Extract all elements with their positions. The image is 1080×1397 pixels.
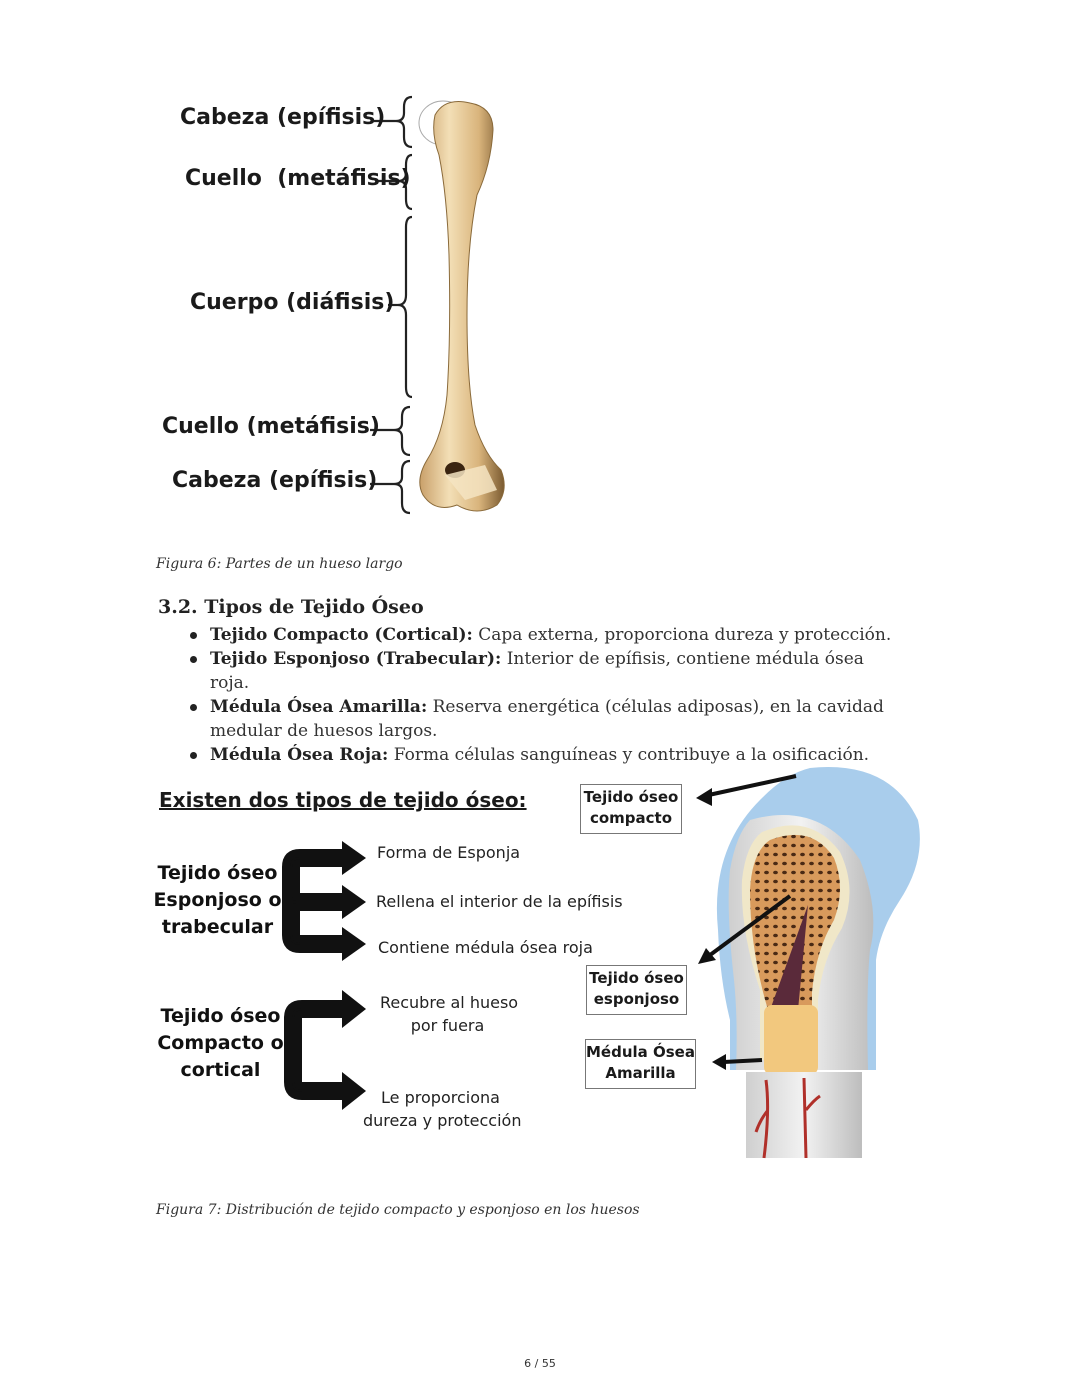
section-heading: 3.2. Tipos de Tejido Óseo (158, 596, 424, 618)
spongy-item-red-marrow: Contiene médula ósea roja (378, 938, 593, 957)
label-cuello-metafisis-bottom: Cuello (metáfisis) (162, 414, 380, 439)
bullet-icon (190, 656, 197, 663)
figure-7-bone-tissue: Existen dos tipos de tejido óseo: Tejido… (150, 760, 930, 1165)
item-line: dureza y protección (363, 1111, 522, 1130)
spongy-item-fills-epiphysis: Rellena el interior de la epífisis (376, 892, 623, 911)
callout-line: compacto (589, 809, 673, 827)
item-line: Le proporciona (381, 1088, 500, 1107)
bullet-text: Forma células sanguíneas y contribuye a … (388, 745, 870, 765)
list-item: Médula Ósea Amarilla: Reserva energética… (158, 695, 898, 743)
bracket-lines (370, 95, 413, 515)
bullet-text: Interior de epífisis, contiene médula ós… (210, 649, 864, 693)
bullet-term: Médula Ósea Amarilla: (210, 697, 428, 717)
list-item: Tejido Esponjoso (Trabecular): Interior … (158, 647, 898, 695)
e-arrow-icon (282, 841, 366, 961)
callout-compact-tissue: Tejido óseo compacto (580, 784, 682, 834)
callout-spongy-tissue: Tejido óseo esponjoso (586, 965, 687, 1015)
callout-line: Amarilla (605, 1064, 676, 1082)
bullet-term: Tejido Esponjoso (Trabecular): (210, 649, 502, 669)
bullet-icon (190, 704, 197, 711)
label-line: cortical (180, 1059, 261, 1081)
c-arrow-icon (284, 990, 366, 1110)
callout-yellow-marrow: Médula Ósea Amarilla (585, 1039, 696, 1089)
spongy-item-sponge-shape: Forma de Esponja (377, 843, 521, 862)
label-line: trabecular (161, 916, 274, 938)
callout-line: Médula Ósea (586, 1043, 695, 1061)
label-cabeza-epifisis-bottom: Cabeza (epífisis) (172, 468, 378, 493)
compact-item-covers-bone: Recubre al hueso por fuera (380, 991, 519, 1037)
label-cuello-metafisis-top: Cuello (metáfisis) (185, 166, 411, 191)
tissue-types-list: Tejido Compacto (Cortical): Capa externa… (158, 623, 898, 767)
callout-line: Tejido óseo (589, 969, 684, 987)
figure-6-long-bone: Cabeza (epífisis) Cuello (metáfisis) Cue… (150, 85, 530, 525)
label-line: Tejido óseo (160, 1005, 281, 1027)
label-cuerpo-diafisis: Cuerpo (diáfisis) (190, 290, 395, 315)
figure-7-caption: Figura 7: Distribución de tejido compact… (156, 1202, 640, 1218)
callout-line: esponjoso (593, 990, 680, 1008)
bullet-icon (190, 632, 197, 639)
label-line: Tejido óseo (157, 862, 278, 884)
bullet-term: Tejido Compacto (Cortical): (210, 625, 473, 645)
label-cabeza-epifisis-top: Cabeza (epífisis) (180, 105, 386, 130)
page-number: 6 / 55 (524, 1357, 556, 1370)
compact-tissue-label: Tejido óseo Compacto o cortical (153, 1003, 288, 1084)
bullet-icon (190, 752, 197, 759)
bone-cross-section-illustration (696, 767, 920, 1159)
bullet-text: Capa externa, proporciona dureza y prote… (472, 625, 892, 645)
list-item: Tejido Compacto (Cortical): Capa externa… (158, 623, 898, 647)
label-line: Esponjoso o (153, 889, 282, 911)
bullet-text: Reserva energética (células adiposas), e… (210, 697, 884, 741)
diagram-title: Existen dos tipos de tejido óseo: (159, 788, 527, 812)
compact-item-hardness: Le proporciona dureza y protección (363, 1086, 522, 1132)
bullet-term: Médula Ósea Roja: (210, 745, 389, 765)
spongy-tissue-label: Tejido óseo Esponjoso o trabecular (150, 860, 285, 941)
item-line: Recubre al hueso (380, 993, 519, 1012)
figure-6-caption: Figura 6: Partes de un hueso largo (156, 556, 403, 572)
label-line: Compacto o (157, 1032, 284, 1054)
humerus-bone-illustration (418, 100, 505, 512)
item-line: por fuera (410, 1016, 485, 1035)
list-item: Médula Ósea Roja: Forma células sanguíne… (158, 743, 898, 767)
callout-line: Tejido óseo (583, 788, 679, 806)
